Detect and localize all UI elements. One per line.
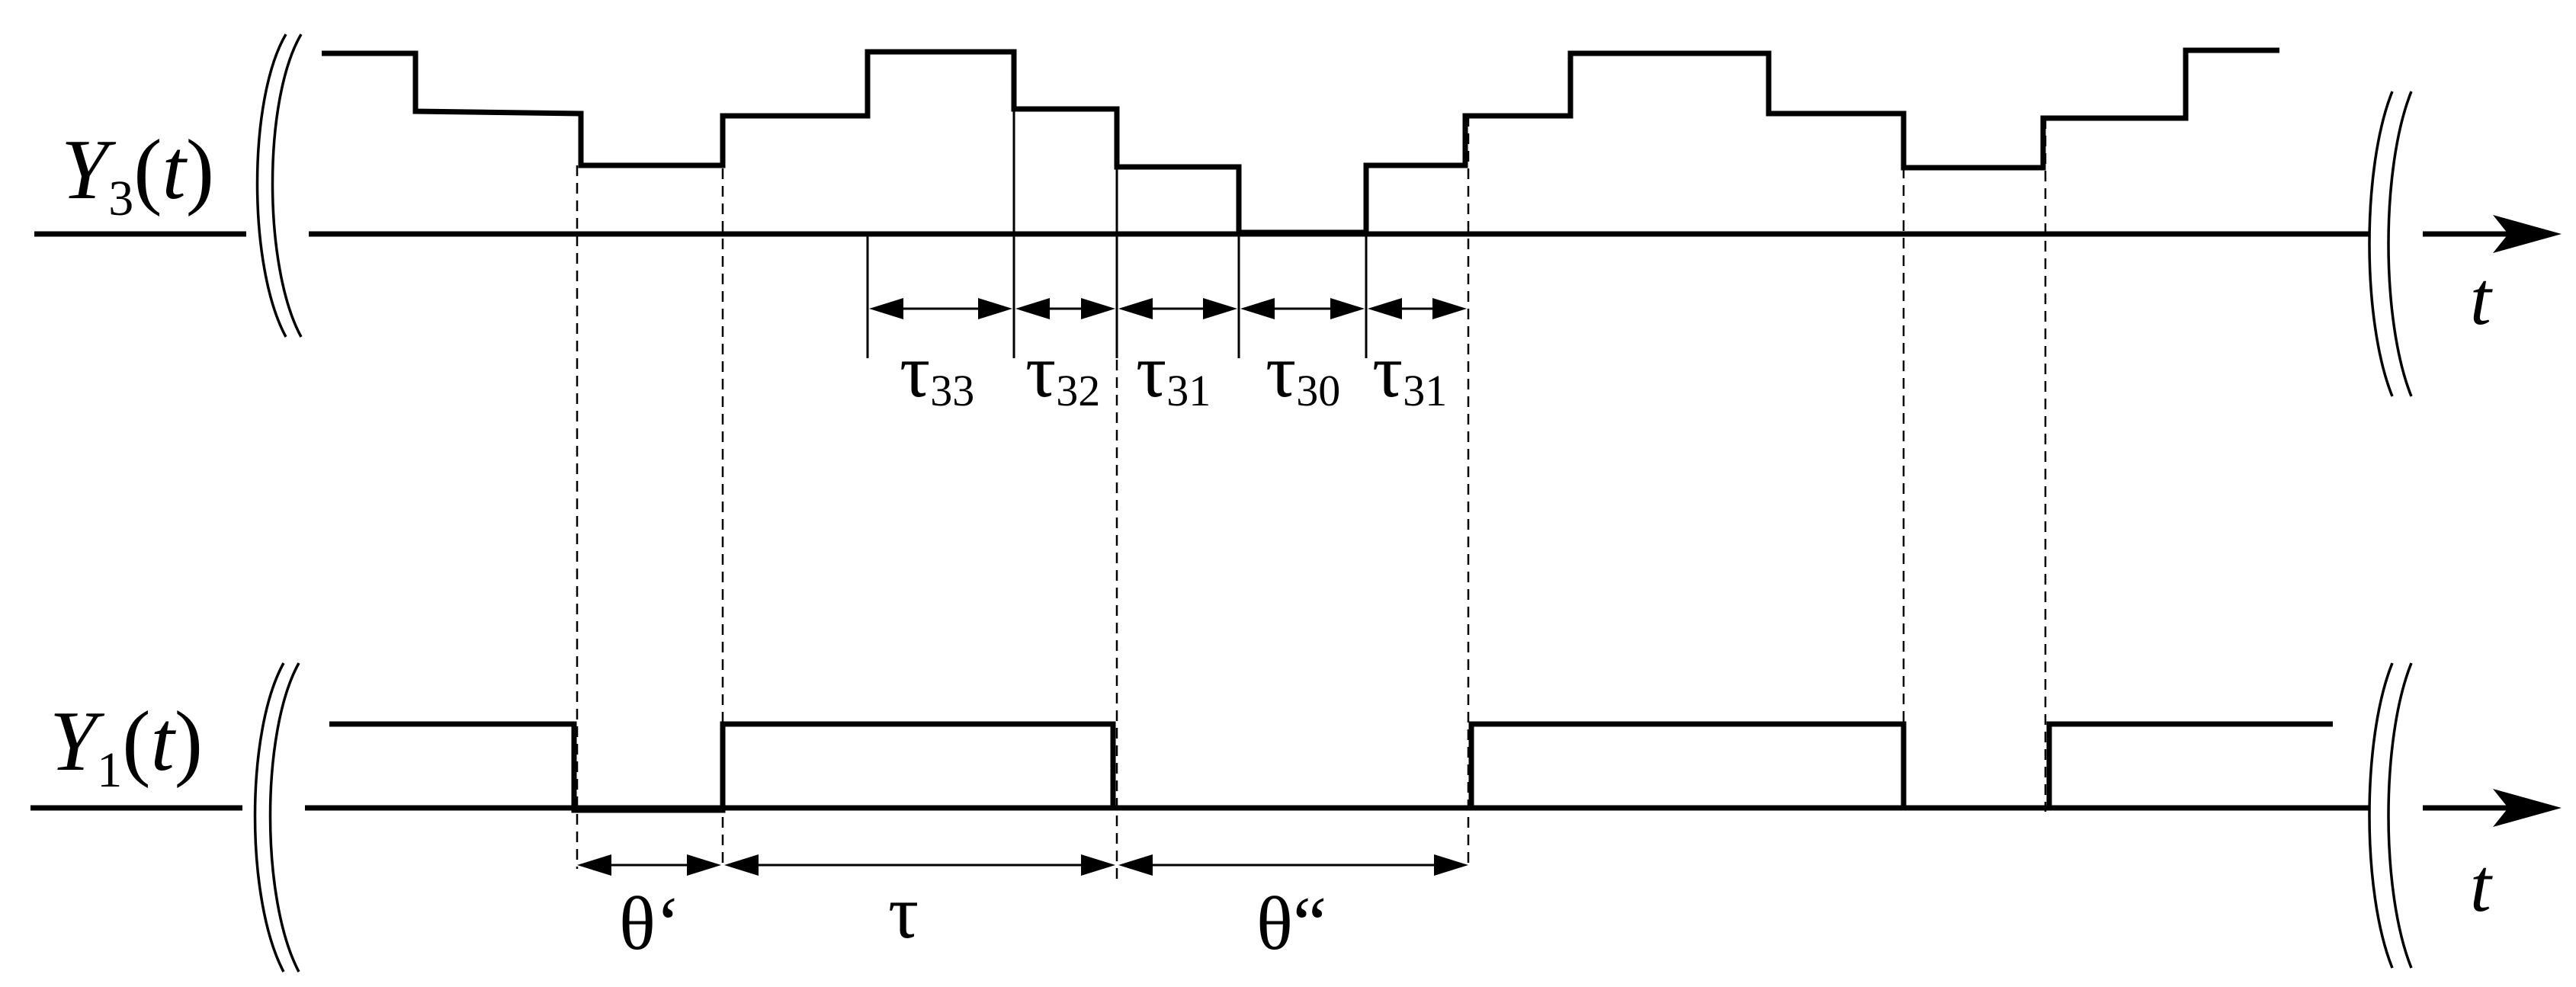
tau-32-label: τ32: [1025, 328, 1100, 415]
y1-time-label: t: [2470, 843, 2493, 928]
y3-waveform: [322, 47, 2279, 236]
y3-label: Y3(t): [61, 123, 214, 226]
y3-break-left: [271, 34, 303, 338]
y1-interval-arrows: [577, 854, 1468, 876]
y1-break-right-2: [2387, 662, 2413, 969]
y3-interval-labels: τ33 τ32 τ31 τ30 τ31: [900, 328, 1447, 415]
y1-waveform: [329, 721, 2333, 813]
y1-label: Y1(t): [50, 694, 203, 798]
y1-break-left: [268, 662, 300, 973]
y1-interval-labels: θ‘ τ θ“: [619, 870, 1326, 966]
y1-break-right: [2368, 662, 2394, 969]
y3-break-left-2: [255, 34, 287, 338]
y1-axis-arrow: [2493, 789, 2562, 827]
tau-31-label: τ31: [1136, 328, 1211, 415]
theta-double-prime-label: θ“: [1256, 881, 1326, 966]
y1-signal-group: Y1(t) t: [30, 662, 2562, 973]
tau-33-label: τ33: [900, 328, 974, 415]
y1-break-left-2: [253, 662, 285, 973]
y3-signal-group: Y3(t) t: [34, 34, 2562, 397]
projection-lines: [576, 116, 2047, 884]
theta-prime-label: θ‘: [619, 881, 681, 966]
tau-30-label: τ30: [1266, 328, 1340, 415]
y3-axis-arrow: [2493, 215, 2562, 253]
y3-interval-arrows: [869, 298, 1467, 319]
y3-break-right-2: [2387, 91, 2413, 397]
y3-break-right: [2368, 91, 2394, 397]
y3-time-label: t: [2470, 256, 2493, 341]
tau-label: τ: [888, 870, 919, 954]
tau-31b-label: τ31: [1372, 328, 1447, 415]
